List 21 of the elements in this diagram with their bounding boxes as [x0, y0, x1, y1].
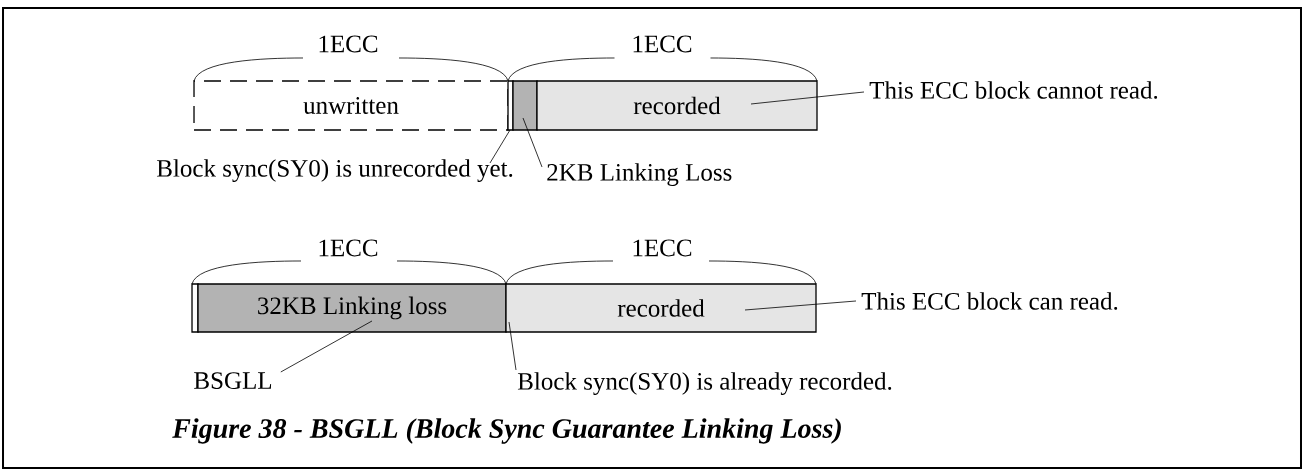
segment-box	[512, 80, 538, 131]
leader-line	[744, 300, 857, 311]
leader-line	[508, 321, 517, 371]
leader-line	[280, 320, 373, 373]
callout-text: This ECC block can read.	[861, 292, 1118, 310]
callout-text: This ECC block cannot read.	[869, 81, 1158, 99]
callout-text: Block sync(SY0) is unrecorded yet.	[157, 159, 513, 182]
brace-label: 1ECC	[633, 35, 692, 53]
leader-line	[489, 129, 511, 164]
segment-box: recorded	[505, 283, 817, 333]
brace-label: 1ECC	[633, 239, 692, 257]
leader-line	[750, 91, 865, 105]
segment-box: 32KB Linking loss	[197, 283, 507, 333]
callout-text: Block sync(SY0) is already recorded.	[517, 372, 892, 395]
brace-label: 1ECC	[319, 239, 378, 257]
callout-text: BSGLL	[194, 372, 272, 389]
leader-line	[522, 117, 543, 168]
brace-label: 1ECC	[319, 35, 378, 53]
segment-box: recorded	[536, 80, 818, 131]
callout-text: 2KB Linking Loss	[547, 163, 732, 186]
caption: Figure 38 - BSGLL (Block Sync Guarantee Linking Loss)	[172, 418, 841, 444]
